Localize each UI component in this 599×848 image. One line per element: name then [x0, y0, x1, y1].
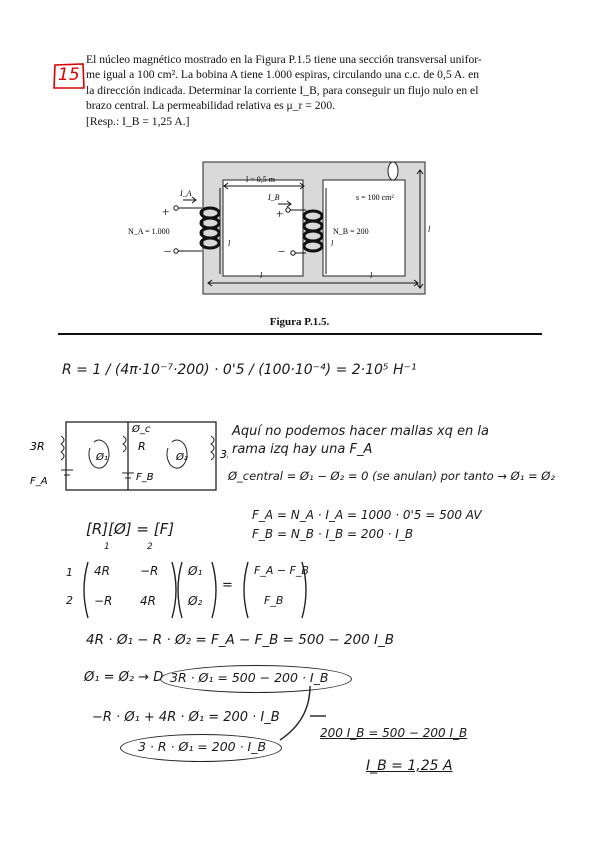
matrix-m11: 4R: [94, 564, 110, 578]
circuit-r-left: 3R: [30, 440, 45, 453]
mmf-a-equation: F_A = N_A · I_A = 1000 · 0'5 = 500 AV: [252, 508, 482, 522]
boxed-equation-1-oval: [160, 665, 352, 693]
vector-f2: F_B: [264, 594, 284, 607]
label-l-bottom-right: l: [370, 271, 373, 280]
magnetic-core-figure: l = 0,5 m s = 100 cm² I_A I_B N_A = 1.00…: [128, 158, 448, 308]
label-ia: I_A: [179, 189, 192, 198]
combined-equation: 200 I_B = 500 − 200 I_B: [320, 726, 468, 740]
statement-line-4: brazo central. La permeabilidad relativa…: [86, 99, 336, 113]
problem-number: 15: [58, 65, 80, 85]
boxed-equation-2-oval: [120, 734, 282, 762]
mmf-b-equation: F_B = N_B · I_B = 200 · I_B: [252, 527, 414, 541]
figure-caption: Figura P.1.5.: [269, 316, 330, 328]
label-ib: I_B: [267, 193, 280, 202]
vector-phi2: Ø₂: [188, 594, 203, 608]
mesh-index-1: 1: [104, 542, 110, 552]
mesh-equation-1: 4R · Ø₁ − R · Ø₂ = F_A − F_B = 500 − 200…: [86, 632, 394, 648]
label-l-mid: l: [331, 239, 334, 248]
matrix-equation: [R][Ø] = [F]: [86, 520, 175, 538]
label-l-left: l: [228, 239, 231, 248]
mesh-equation-2: −R · Ø₁ + 4R · Ø₁ = 200 · I_B: [92, 710, 280, 725]
row-index-1: 1: [66, 566, 73, 579]
minus-a: −: [164, 244, 171, 259]
problem-number-box: 15: [52, 62, 86, 90]
mesh-index-2: 2: [147, 542, 153, 552]
statement-line-3: la dirección indicada. Determinar la cor…: [86, 83, 479, 97]
circuit-fb: F_B: [136, 472, 154, 483]
label-l-top: l = 0,5 m: [246, 175, 276, 184]
core-diagram: l = 0,5 m s = 100 cm² I_A I_B N_A = 1.00…: [128, 161, 431, 295]
reluctance-equation: R = 1 / (4π·10⁻⁷·200) · 0'5 / (100·10⁻⁴)…: [62, 362, 417, 378]
label-l-right: l: [428, 225, 431, 234]
circuit-phi-c: Ø_c: [131, 423, 151, 435]
matrix-m12: −R: [140, 564, 159, 578]
equivalent-circuit: 3R R 3R Ø₁ Ø₂ Ø_c F_A F_B: [30, 421, 228, 491]
boxed-equation-1: 3R · Ø₁ = 500 − 200 · I_B: [170, 670, 329, 685]
circuit-fa: F_A: [30, 476, 48, 487]
row-index-2: 2: [66, 594, 73, 607]
matrix-m21: −R: [94, 594, 113, 608]
equals-sign: =: [222, 578, 233, 593]
vector-f1: F_A − F_B: [254, 564, 309, 577]
statement-line-1: El núcleo magnético mostrado en la Figur…: [86, 53, 482, 66]
answer-line: [Resp.: I_B = 1,25 A.]: [86, 114, 190, 128]
label-l-bottom-left: l: [260, 271, 263, 280]
matrix-system: 1 2 4R −R −R 4R Ø₁ Ø₂ = F_A − F_B F_B: [60, 560, 320, 620]
problem-statement: El núcleo magnético mostrado en la Figur…: [86, 52, 556, 129]
circuit-phi2: Ø₂: [175, 451, 188, 463]
circuit-phi1: Ø₁: [95, 451, 108, 463]
equal-flux-lead: Ø₁ = Ø₂ → D: [84, 670, 164, 685]
circuit-r-right: 3R: [220, 448, 228, 461]
statement-line-2: me igual a 100 cm². La bobina A tiene 1.…: [86, 68, 480, 82]
plus-a: +: [162, 204, 169, 219]
note-line-1: Aquí no podemos hacer mallas xq en la: [232, 424, 490, 439]
matrix-m22: 4R: [140, 594, 156, 608]
label-na: N_A = 1.000: [128, 227, 170, 236]
note-line-2: rama izq hay una F_A: [232, 442, 373, 457]
circuit-r-mid: R: [138, 440, 146, 453]
vector-phi1: Ø₁: [188, 564, 203, 578]
label-section: s = 100 cm²: [356, 193, 394, 202]
central-flux-equation: Ø_central = Ø₁ − Ø₂ = 0 (se anulan) por …: [228, 469, 555, 483]
label-nb: N_B = 200: [333, 227, 369, 236]
connecting-curve: [279, 685, 326, 741]
divider: [58, 333, 542, 335]
minus-b: −: [278, 244, 285, 259]
final-result: I_B = 1,25 A: [366, 758, 453, 774]
plus-b: +: [276, 206, 283, 221]
boxed-equation-2: 3 · R · Ø₁ = 200 · I_B: [138, 739, 267, 754]
